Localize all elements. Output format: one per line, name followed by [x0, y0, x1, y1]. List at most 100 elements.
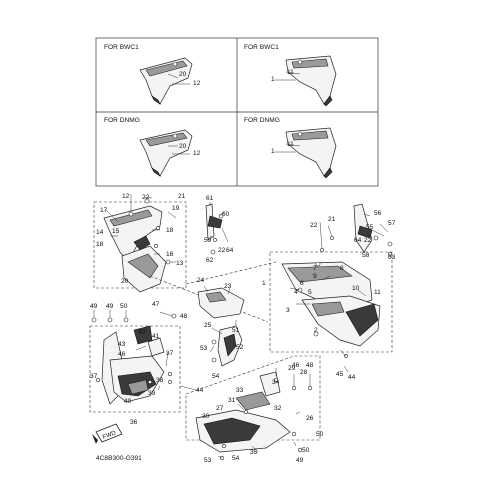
- callout-18: 18: [166, 227, 174, 234]
- inset-grid: FOR BWC1 20 12 FOR BWC1 11 1 FOR DNMG: [95, 37, 379, 187]
- callout-22d: 22: [310, 222, 318, 229]
- inset-label-12b: 12: [193, 150, 201, 157]
- callout-6: 6: [300, 280, 304, 287]
- callout-32: 32: [274, 405, 282, 412]
- bracket-group: [205, 202, 229, 255]
- under-cover-group: [89, 310, 197, 413]
- callout-53b: 53: [204, 457, 212, 464]
- right-cover-group: [269, 221, 393, 353]
- callout-50c: 50: [302, 447, 310, 454]
- inset-label-20a: 20: [179, 71, 187, 78]
- inset-label-20b: 20: [179, 143, 187, 150]
- callout-21: 21: [178, 193, 186, 200]
- callout-49c: 49: [296, 457, 304, 464]
- callout-49b: 49: [106, 303, 114, 310]
- callout-11: 11: [374, 289, 381, 296]
- callout-44b: 44: [348, 374, 356, 381]
- callout-21b: 21: [328, 216, 336, 223]
- callout-44: 44: [196, 387, 204, 394]
- inset-cover-4: [285, 127, 337, 179]
- callout-56: 56: [374, 210, 382, 217]
- callout-10: 10: [352, 285, 360, 292]
- callout-46b: 46: [292, 362, 300, 369]
- diagram-code: 4C8B300-G391: [96, 455, 142, 462]
- left-cover-group: [93, 194, 187, 293]
- callout-63: 63: [388, 254, 396, 261]
- lower-right-group: [185, 349, 349, 461]
- callout-3: 3: [286, 307, 290, 314]
- callout-7: 7: [313, 265, 317, 272]
- callout-50b: 50: [316, 431, 324, 438]
- inset-title-4: FOR DNMG: [244, 117, 280, 124]
- callout-14: 14: [96, 229, 104, 236]
- callout-8: 8: [340, 265, 344, 272]
- callout-64b: 64: [354, 237, 362, 244]
- callout-57: 57: [388, 220, 396, 227]
- callout-36: 36: [130, 419, 138, 426]
- callout-26: 26: [306, 415, 314, 422]
- callout-29: 29: [288, 365, 296, 372]
- callout-22: 22: [142, 194, 150, 201]
- inset-title-2: FOR BWC1: [244, 44, 279, 51]
- callout-46: 46: [118, 351, 126, 358]
- callout-59: 59: [204, 237, 212, 244]
- callout-61: 61: [206, 195, 214, 202]
- callout-41: 41: [152, 333, 160, 340]
- callout-15: 15: [112, 228, 120, 235]
- callout-54: 54: [212, 373, 220, 380]
- callout-48: 48: [180, 313, 188, 320]
- callout-62: 62: [206, 257, 214, 264]
- inset-label-11b: 11: [287, 141, 294, 148]
- callout-27: 27: [216, 405, 224, 412]
- inset-title-1: FOR BWC1: [104, 44, 139, 51]
- callout-60: 60: [222, 211, 230, 218]
- callout-18b: 18: [96, 241, 104, 248]
- callout-39: 39: [148, 390, 156, 397]
- callout-33: 33: [236, 387, 244, 394]
- inset-label-11a: 11: [287, 69, 294, 76]
- callout-19: 19: [172, 205, 180, 212]
- inset-title-3: FOR DNMG: [104, 117, 140, 124]
- callout-9: 9: [313, 273, 317, 280]
- inset-label-1b: 1: [271, 148, 275, 155]
- callout-31: 31: [228, 397, 236, 404]
- callout-28: 28: [300, 369, 308, 376]
- callout-24: 24: [197, 277, 205, 284]
- callout-54b: 54: [232, 455, 240, 462]
- callout-45: 45: [336, 371, 344, 378]
- callout-22b: 22: [218, 247, 226, 254]
- callout-12: 12: [122, 193, 130, 200]
- callout-23: 23: [224, 283, 232, 290]
- callout-13: 13: [176, 260, 184, 267]
- callout-52: 52: [236, 344, 244, 351]
- center-duct-group: [149, 261, 277, 367]
- callout-51: 51: [232, 327, 240, 334]
- upper-right-bracket: [353, 203, 393, 256]
- callout-49: 49: [90, 303, 98, 310]
- callouts: 12 22 21 17 19 18 14 15 18 16 13 20 61 6…: [90, 193, 396, 464]
- callout-4: 4: [294, 289, 298, 296]
- callout-16: 16: [166, 251, 174, 258]
- callout-5: 5: [308, 289, 312, 296]
- inset-cover-3: [139, 129, 193, 177]
- inset-cover-2: [285, 55, 337, 107]
- inset-cover-1: [139, 57, 193, 105]
- callout-22c: 22: [364, 237, 372, 244]
- callout-35: 35: [250, 449, 258, 456]
- inset-label-1a: 1: [271, 76, 275, 83]
- callout-50: 50: [120, 303, 128, 310]
- callout-55: 55: [366, 224, 374, 231]
- callout-17: 17: [100, 207, 108, 214]
- inset-label-12a: 12: [193, 80, 201, 87]
- callout-2: 2: [314, 327, 318, 334]
- callout-64a: 64: [226, 247, 234, 254]
- callout-34: 34: [272, 379, 280, 386]
- callout-38: 38: [156, 377, 164, 384]
- callout-58: 58: [362, 252, 370, 259]
- callout-53: 53: [200, 345, 208, 352]
- callout-40: 40: [124, 398, 132, 405]
- callout-43: 43: [118, 341, 126, 348]
- callout-25: 25: [204, 322, 212, 329]
- fwd-arrow: FWD: [92, 423, 123, 444]
